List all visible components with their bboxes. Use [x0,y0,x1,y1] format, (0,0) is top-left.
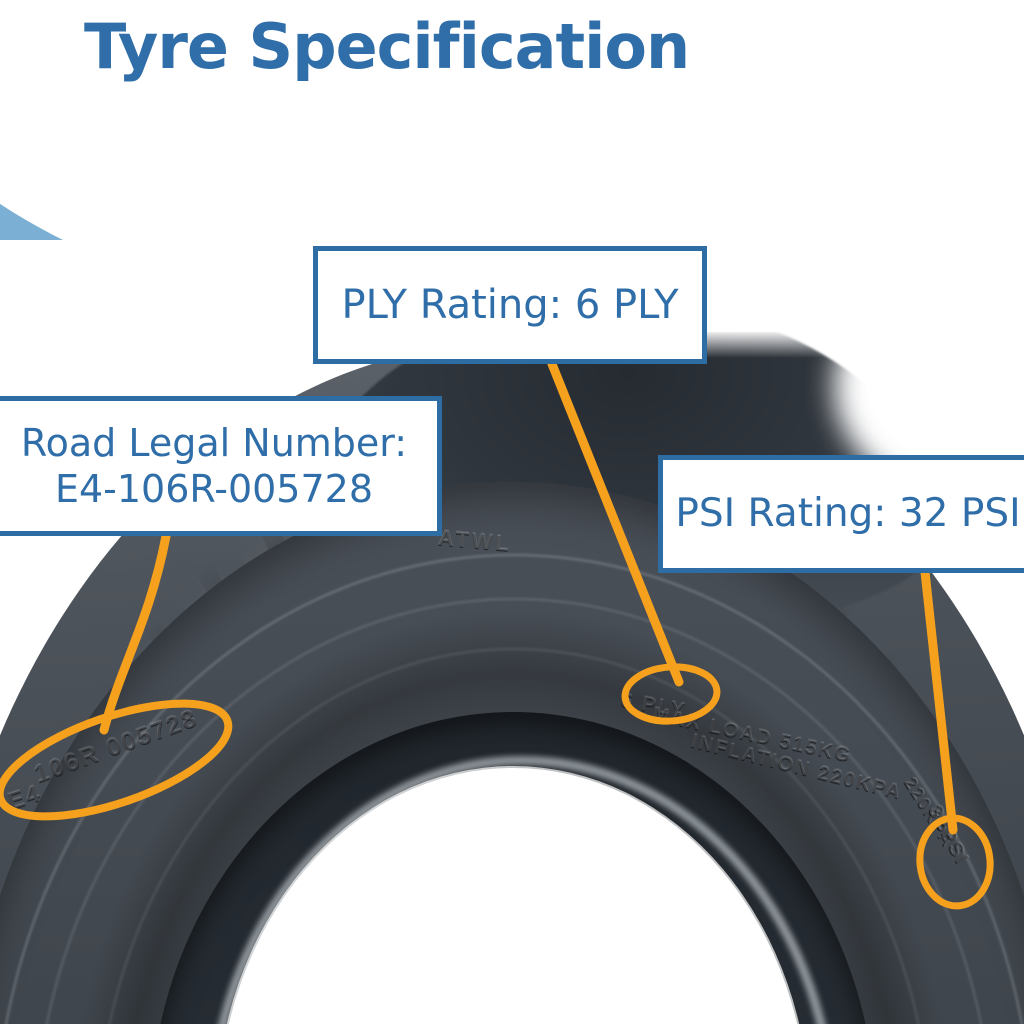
callout-road-legal-number[interactable]: Road Legal Number: E4-106R-005728 [0,396,442,536]
callout-psi-rating[interactable]: PSI Rating: 32 PSI [658,455,1024,573]
callout-ply-rating[interactable]: PLY Rating: 6 PLY [313,246,707,364]
page-title: Tyre Specification [84,10,690,83]
swoosh-dark-arc [0,106,1024,240]
callout-road-legal-number-value: E4-106R-005728 [54,467,374,511]
callout-road-legal-number-label: Road Legal Number: [20,420,408,465]
callout-psi-rating-label: PSI Rating: 32 PSI [675,491,1021,537]
callout-ply-rating-label: PLY Rating: 6 PLY [341,281,679,328]
swoosh-light-arc [0,203,64,240]
header-swoosh [0,0,1024,240]
sidewall-highlight-arc [0,554,1024,1024]
